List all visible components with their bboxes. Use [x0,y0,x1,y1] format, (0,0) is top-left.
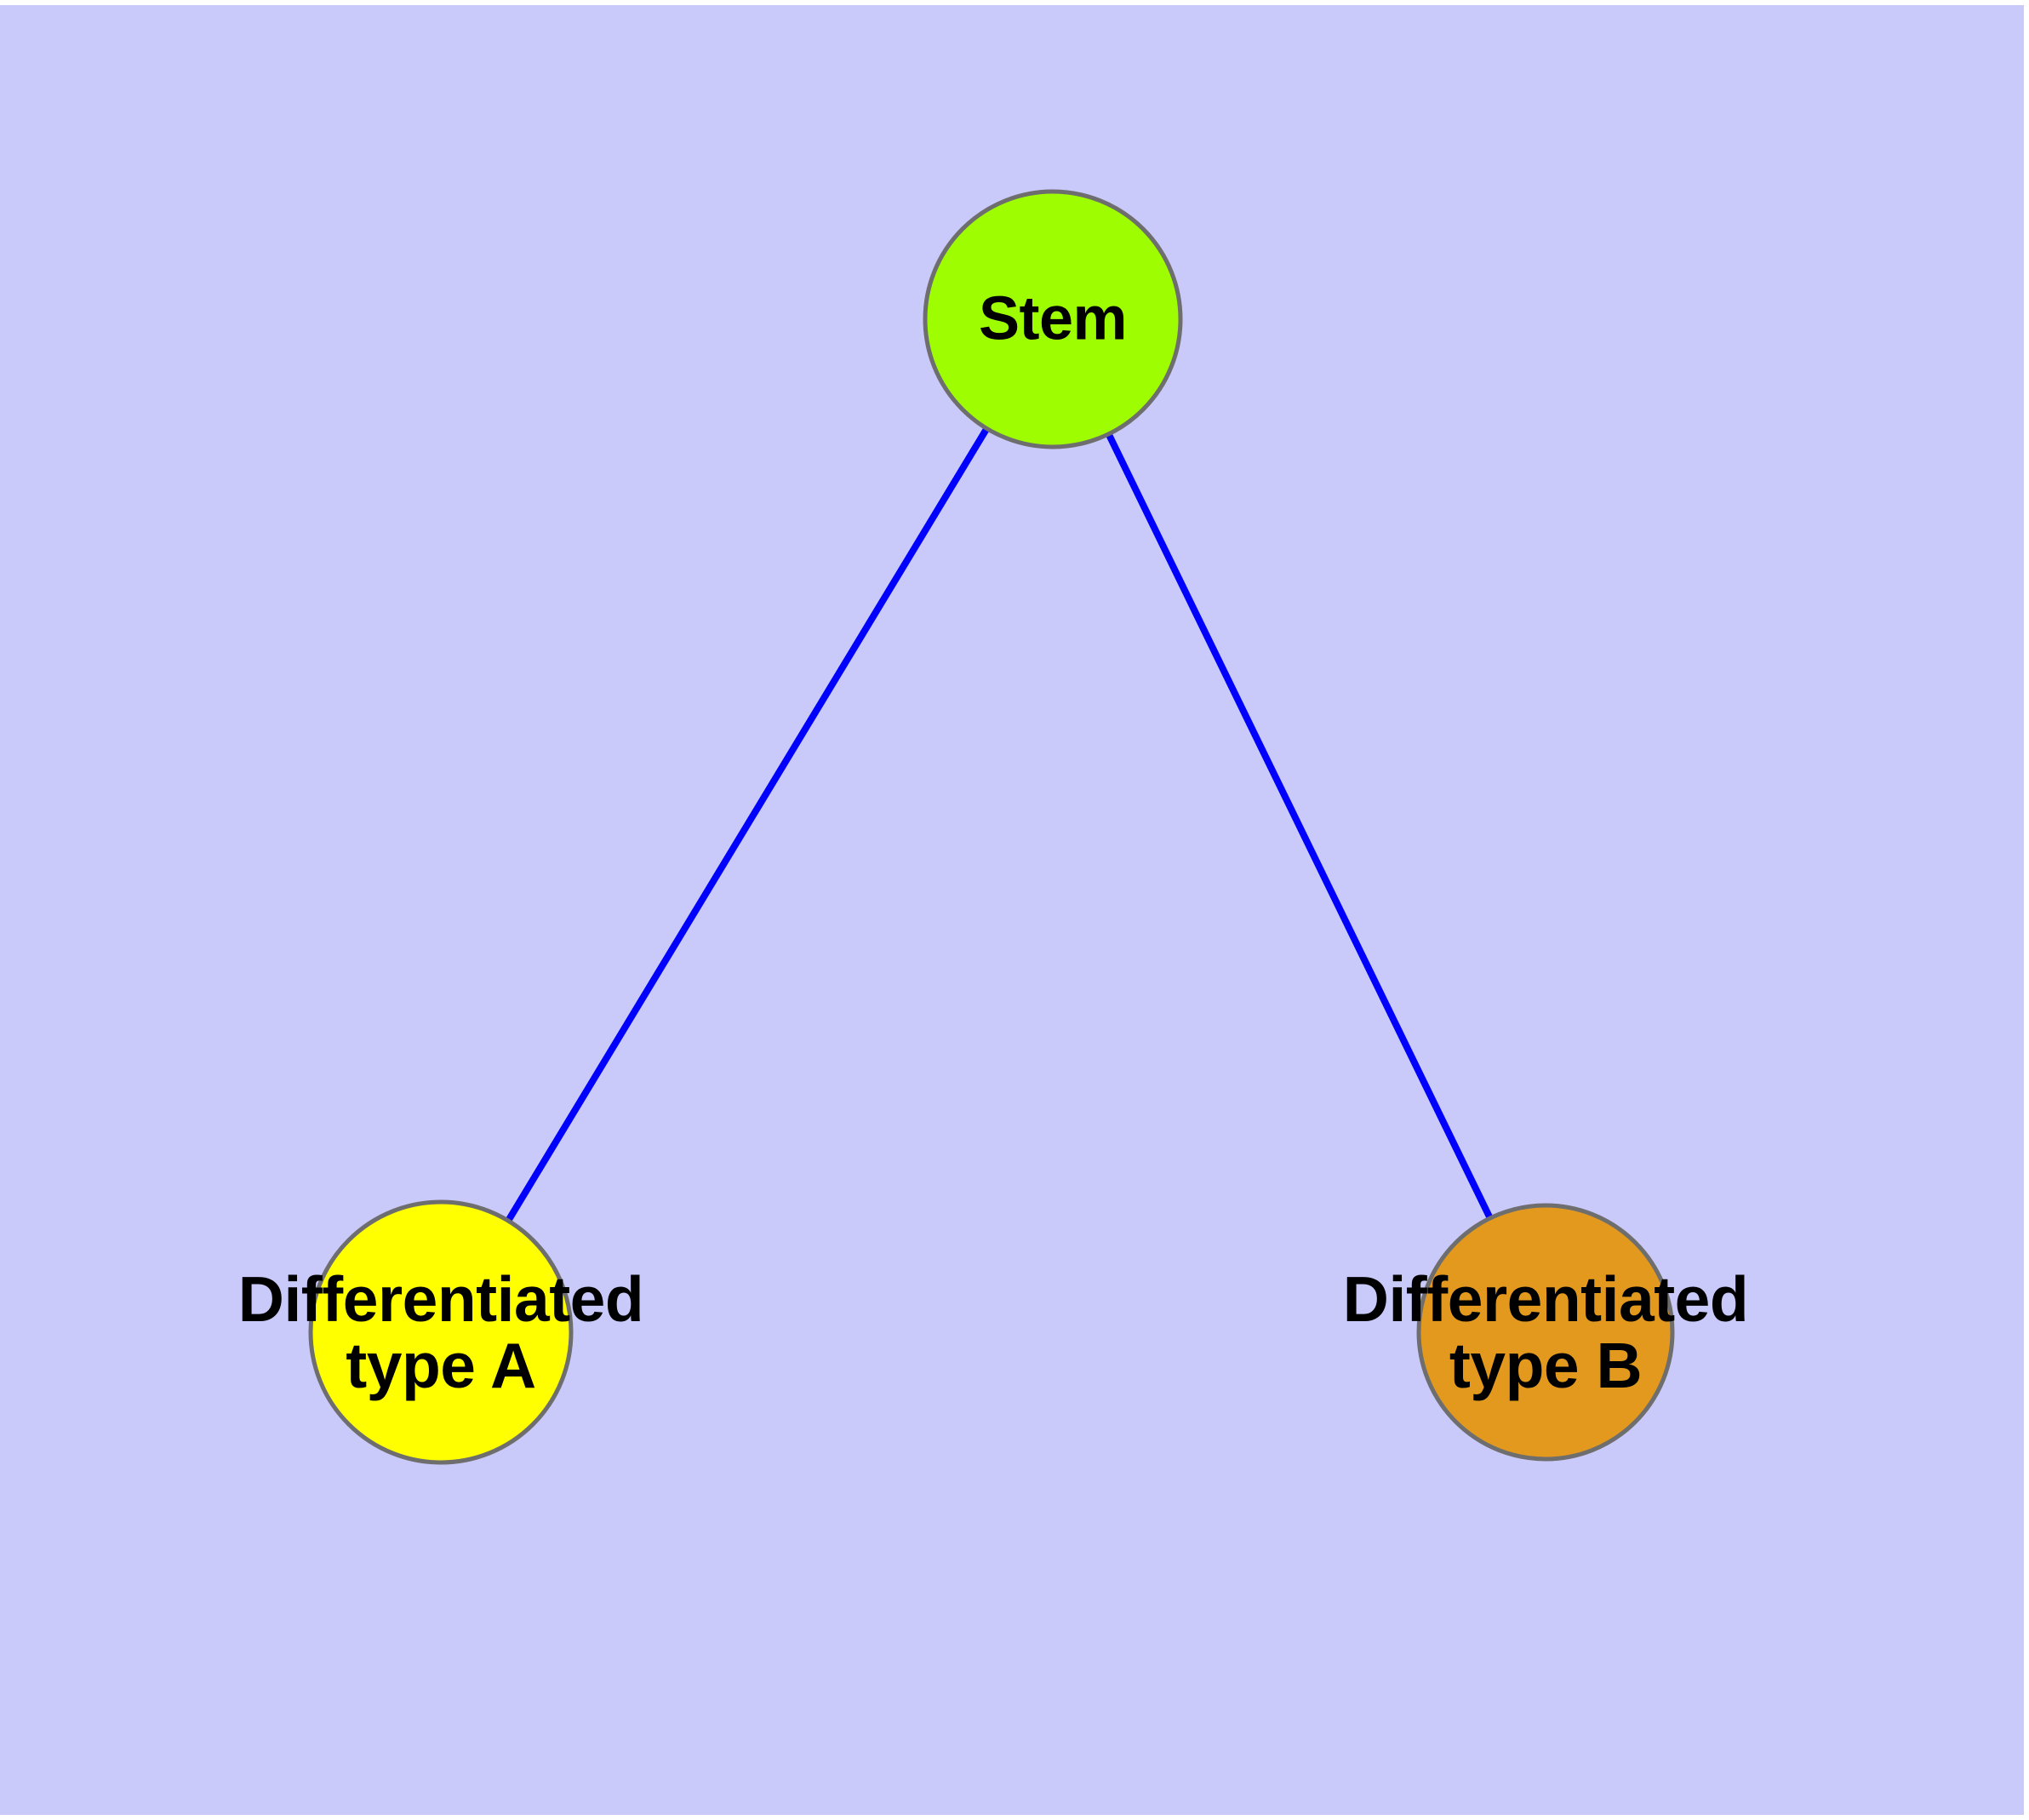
graph-svg [308,189,1675,1465]
node-circle-differentiated-type-a[interactable] [308,1199,574,1465]
edge-layer [437,317,1549,1335]
node-circle-differentiated-type-b[interactable] [1416,1203,1675,1462]
edge-stem-to-differentiated-type-a[interactable] [437,317,1056,1335]
edge-stem-to-differentiated-type-b[interactable] [1049,318,1549,1334]
node-circle-stem[interactable] [923,189,1183,449]
node-layer [308,189,1675,1465]
